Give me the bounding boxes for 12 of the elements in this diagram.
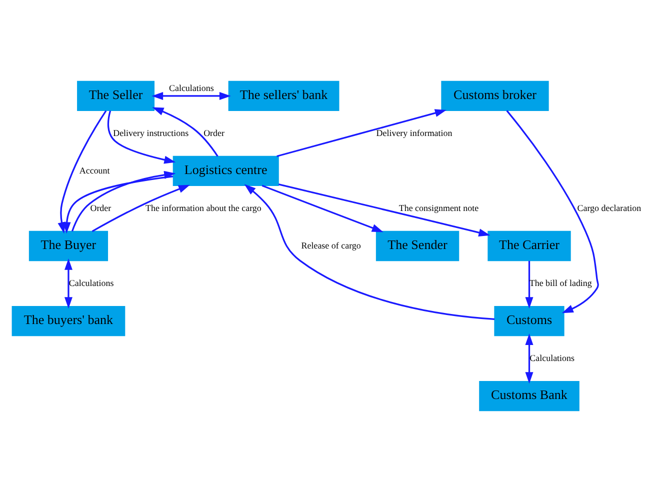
edge-label: Account [79, 165, 110, 176]
edge-label: Order [204, 128, 225, 138]
edge-label: Order [90, 202, 112, 213]
edge-label: The information about the cargo [145, 202, 262, 213]
edge-label: Calculations [168, 82, 214, 93]
edge-label: Cargo declaration [577, 202, 642, 213]
edge-label: Calculations [68, 278, 114, 288]
edge-label: Delivery information [376, 128, 452, 138]
edge-label: Release of cargo [301, 240, 361, 250]
edge-label: Delivery instructions [113, 128, 189, 138]
edge-label: Calculations [530, 352, 575, 363]
edge-label: The consignment note [398, 202, 479, 213]
